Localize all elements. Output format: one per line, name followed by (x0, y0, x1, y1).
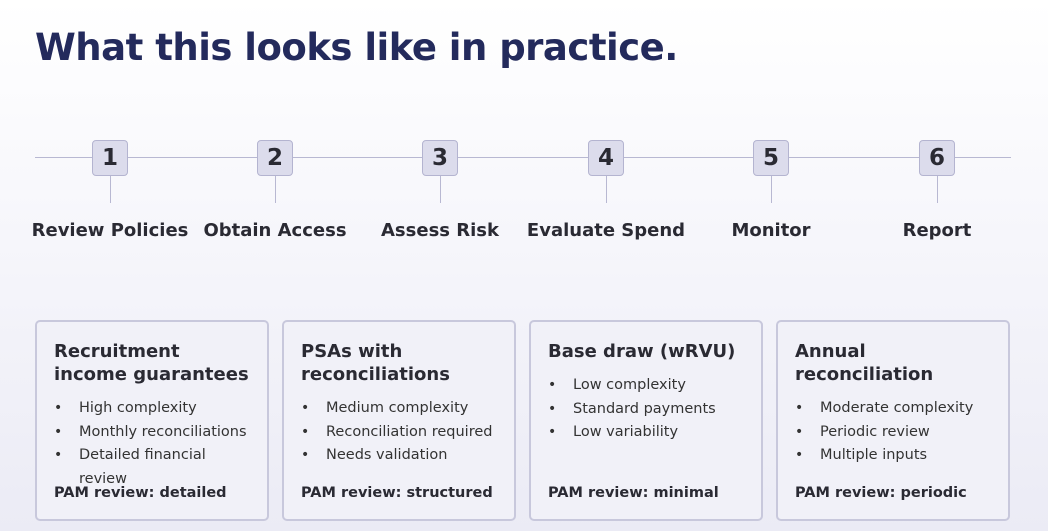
card-bullet-list: Medium complexity Reconciliation require… (301, 397, 497, 468)
card-title: Recruitment income guarantees (54, 341, 249, 385)
card-footer: PAM review: detailed (54, 485, 227, 501)
list-item: Standard payments (548, 398, 744, 422)
timeline-step-2: 2 Obtain Access (195, 140, 355, 242)
list-item: Needs validation (301, 444, 497, 468)
list-item: Detailed financial review (54, 444, 250, 491)
step-label: Evaluate Spend (526, 220, 686, 241)
timeline-step-4: 4 Evaluate Spend (526, 140, 686, 242)
timeline-step-3: 3 Assess Risk (360, 140, 520, 242)
step-connector (109, 176, 111, 203)
card-bullet-list: Low complexity Standard payments Low var… (548, 374, 744, 445)
step-number-badge: 5 (753, 140, 789, 176)
card-title: PSAs with reconciliations (301, 341, 450, 385)
timeline-step-6: 6 Report (857, 140, 1017, 242)
step-number-badge: 1 (92, 140, 128, 176)
timeline-line (35, 157, 1011, 158)
card-bullet-list: Moderate complexity Periodic review Mult… (795, 397, 991, 468)
timeline-step-5: 5 Monitor (691, 140, 851, 242)
step-label: Review Policies (31, 220, 189, 241)
list-item: High complexity (54, 397, 250, 421)
card-footer: PAM review: periodic (795, 485, 967, 501)
card-recruitment-income: Recruitment income guarantees High compl… (35, 320, 269, 521)
list-item: Low complexity (548, 374, 744, 398)
card-footer: PAM review: structured (301, 485, 493, 501)
card-annual-reconciliation: Annual reconciliation Moderate complexit… (776, 320, 1010, 521)
card-footer: PAM review: minimal (548, 485, 719, 501)
step-label: Obtain Access (203, 220, 347, 241)
step-number-badge: 3 (422, 140, 458, 176)
timeline-step-1: 1 Review Policies (30, 140, 190, 242)
step-number-badge: 4 (588, 140, 624, 176)
step-connector (274, 176, 276, 203)
card-title: Base draw (wRVU) (548, 341, 736, 362)
card-psas: PSAs with reconciliations Medium complex… (282, 320, 516, 521)
step-label: Report (902, 220, 972, 241)
step-connector (770, 176, 772, 203)
step-label: Assess Risk (381, 220, 499, 241)
list-item: Reconciliation required (301, 421, 497, 445)
list-item: Low variability (548, 421, 744, 445)
step-connector (936, 176, 938, 203)
list-item: Medium complexity (301, 397, 497, 421)
list-item: Multiple inputs (795, 444, 991, 468)
step-connector (439, 176, 441, 203)
page-title: What this looks like in practice. (35, 26, 678, 69)
card-base-draw: Base draw (wRVU) Low complexity Standard… (529, 320, 763, 521)
list-item: Monthly reconciliations (54, 421, 250, 445)
step-number-badge: 2 (257, 140, 293, 176)
list-item: Periodic review (795, 421, 991, 445)
card-bullet-list: High complexity Monthly reconciliations … (54, 397, 250, 491)
step-number-badge: 6 (919, 140, 955, 176)
step-connector (605, 176, 607, 203)
card-title: Annual reconciliation (795, 341, 934, 385)
list-item: Moderate complexity (795, 397, 991, 421)
step-label: Monitor (731, 220, 811, 241)
